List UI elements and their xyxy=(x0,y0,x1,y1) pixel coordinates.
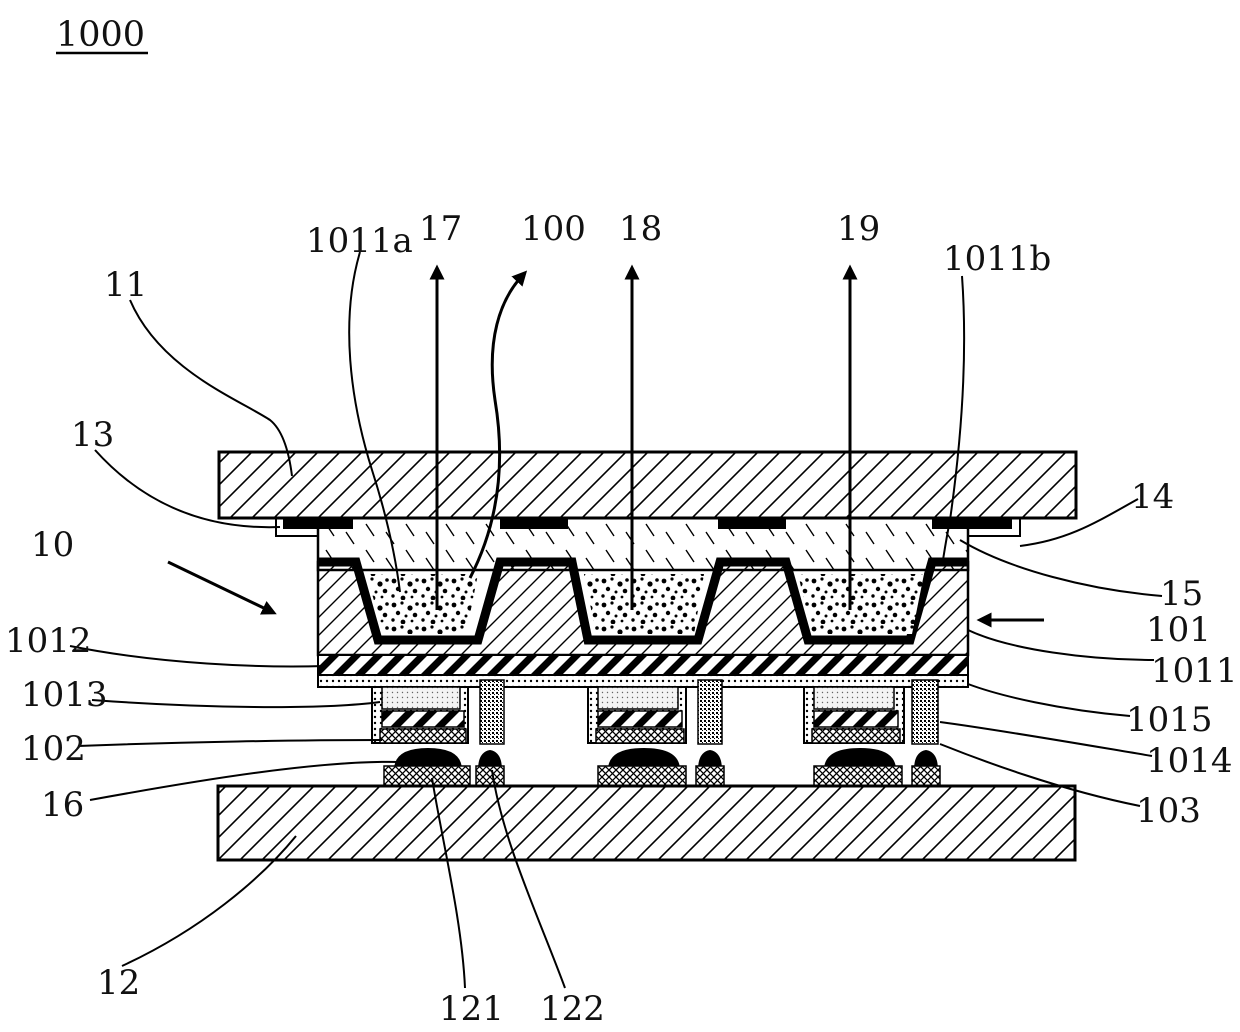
label-121: 121 xyxy=(439,989,504,1029)
leader-15 xyxy=(960,540,1162,596)
label-1013: 1013 xyxy=(21,675,108,715)
label-10: 10 xyxy=(31,525,74,565)
label-16: 16 xyxy=(41,785,84,825)
led-unit-3 xyxy=(804,680,938,744)
black-matrix-1 xyxy=(283,518,353,529)
leader-102 xyxy=(78,740,382,746)
black-matrix-2 xyxy=(500,518,568,529)
label-122: 122 xyxy=(540,989,605,1029)
leader-1012 xyxy=(70,646,325,666)
top-substrate xyxy=(219,452,1076,518)
label-14: 14 xyxy=(1131,477,1174,517)
label-1015: 1015 xyxy=(1126,700,1213,740)
leader-1014 xyxy=(940,722,1152,756)
label-11: 11 xyxy=(104,265,147,305)
label-1011a: 1011a xyxy=(306,221,413,261)
solder-group-1 xyxy=(384,748,504,786)
label-12: 12 xyxy=(97,963,140,1003)
bottom-substrate xyxy=(218,786,1075,860)
label-1011: 1011 xyxy=(1151,651,1238,691)
label-13: 13 xyxy=(71,415,114,455)
black-matrix-3 xyxy=(718,518,786,529)
leader-11 xyxy=(130,300,292,476)
leader-1013 xyxy=(92,700,380,707)
label-17: 17 xyxy=(419,209,462,249)
color-well-18 xyxy=(584,574,704,634)
figure-number: 1000 xyxy=(56,15,145,55)
layer-1012 xyxy=(318,675,968,687)
label-101: 101 xyxy=(1146,610,1211,650)
black-matrix-4 xyxy=(932,518,1012,529)
solder-group-2 xyxy=(598,748,724,786)
color-well-17 xyxy=(366,574,478,634)
label-18: 18 xyxy=(619,209,662,249)
led-unit-2 xyxy=(588,680,722,744)
label-100: 100 xyxy=(521,209,586,249)
color-well-19 xyxy=(798,574,924,634)
label-1014: 1014 xyxy=(1146,741,1233,781)
encapsulation-layer xyxy=(318,518,968,570)
label-1012: 1012 xyxy=(5,621,92,661)
leader-1011 xyxy=(968,630,1154,660)
label-15: 15 xyxy=(1160,574,1203,614)
label-103: 103 xyxy=(1136,791,1201,831)
led-unit-1 xyxy=(372,680,504,744)
label-102: 102 xyxy=(21,729,86,769)
label-1011b: 1011b xyxy=(943,239,1051,279)
layer-1011 xyxy=(318,655,968,675)
leader-1015 xyxy=(968,684,1130,716)
arrow-10 xyxy=(168,562,270,611)
solder-group-3 xyxy=(814,748,940,786)
label-19: 19 xyxy=(837,209,880,249)
